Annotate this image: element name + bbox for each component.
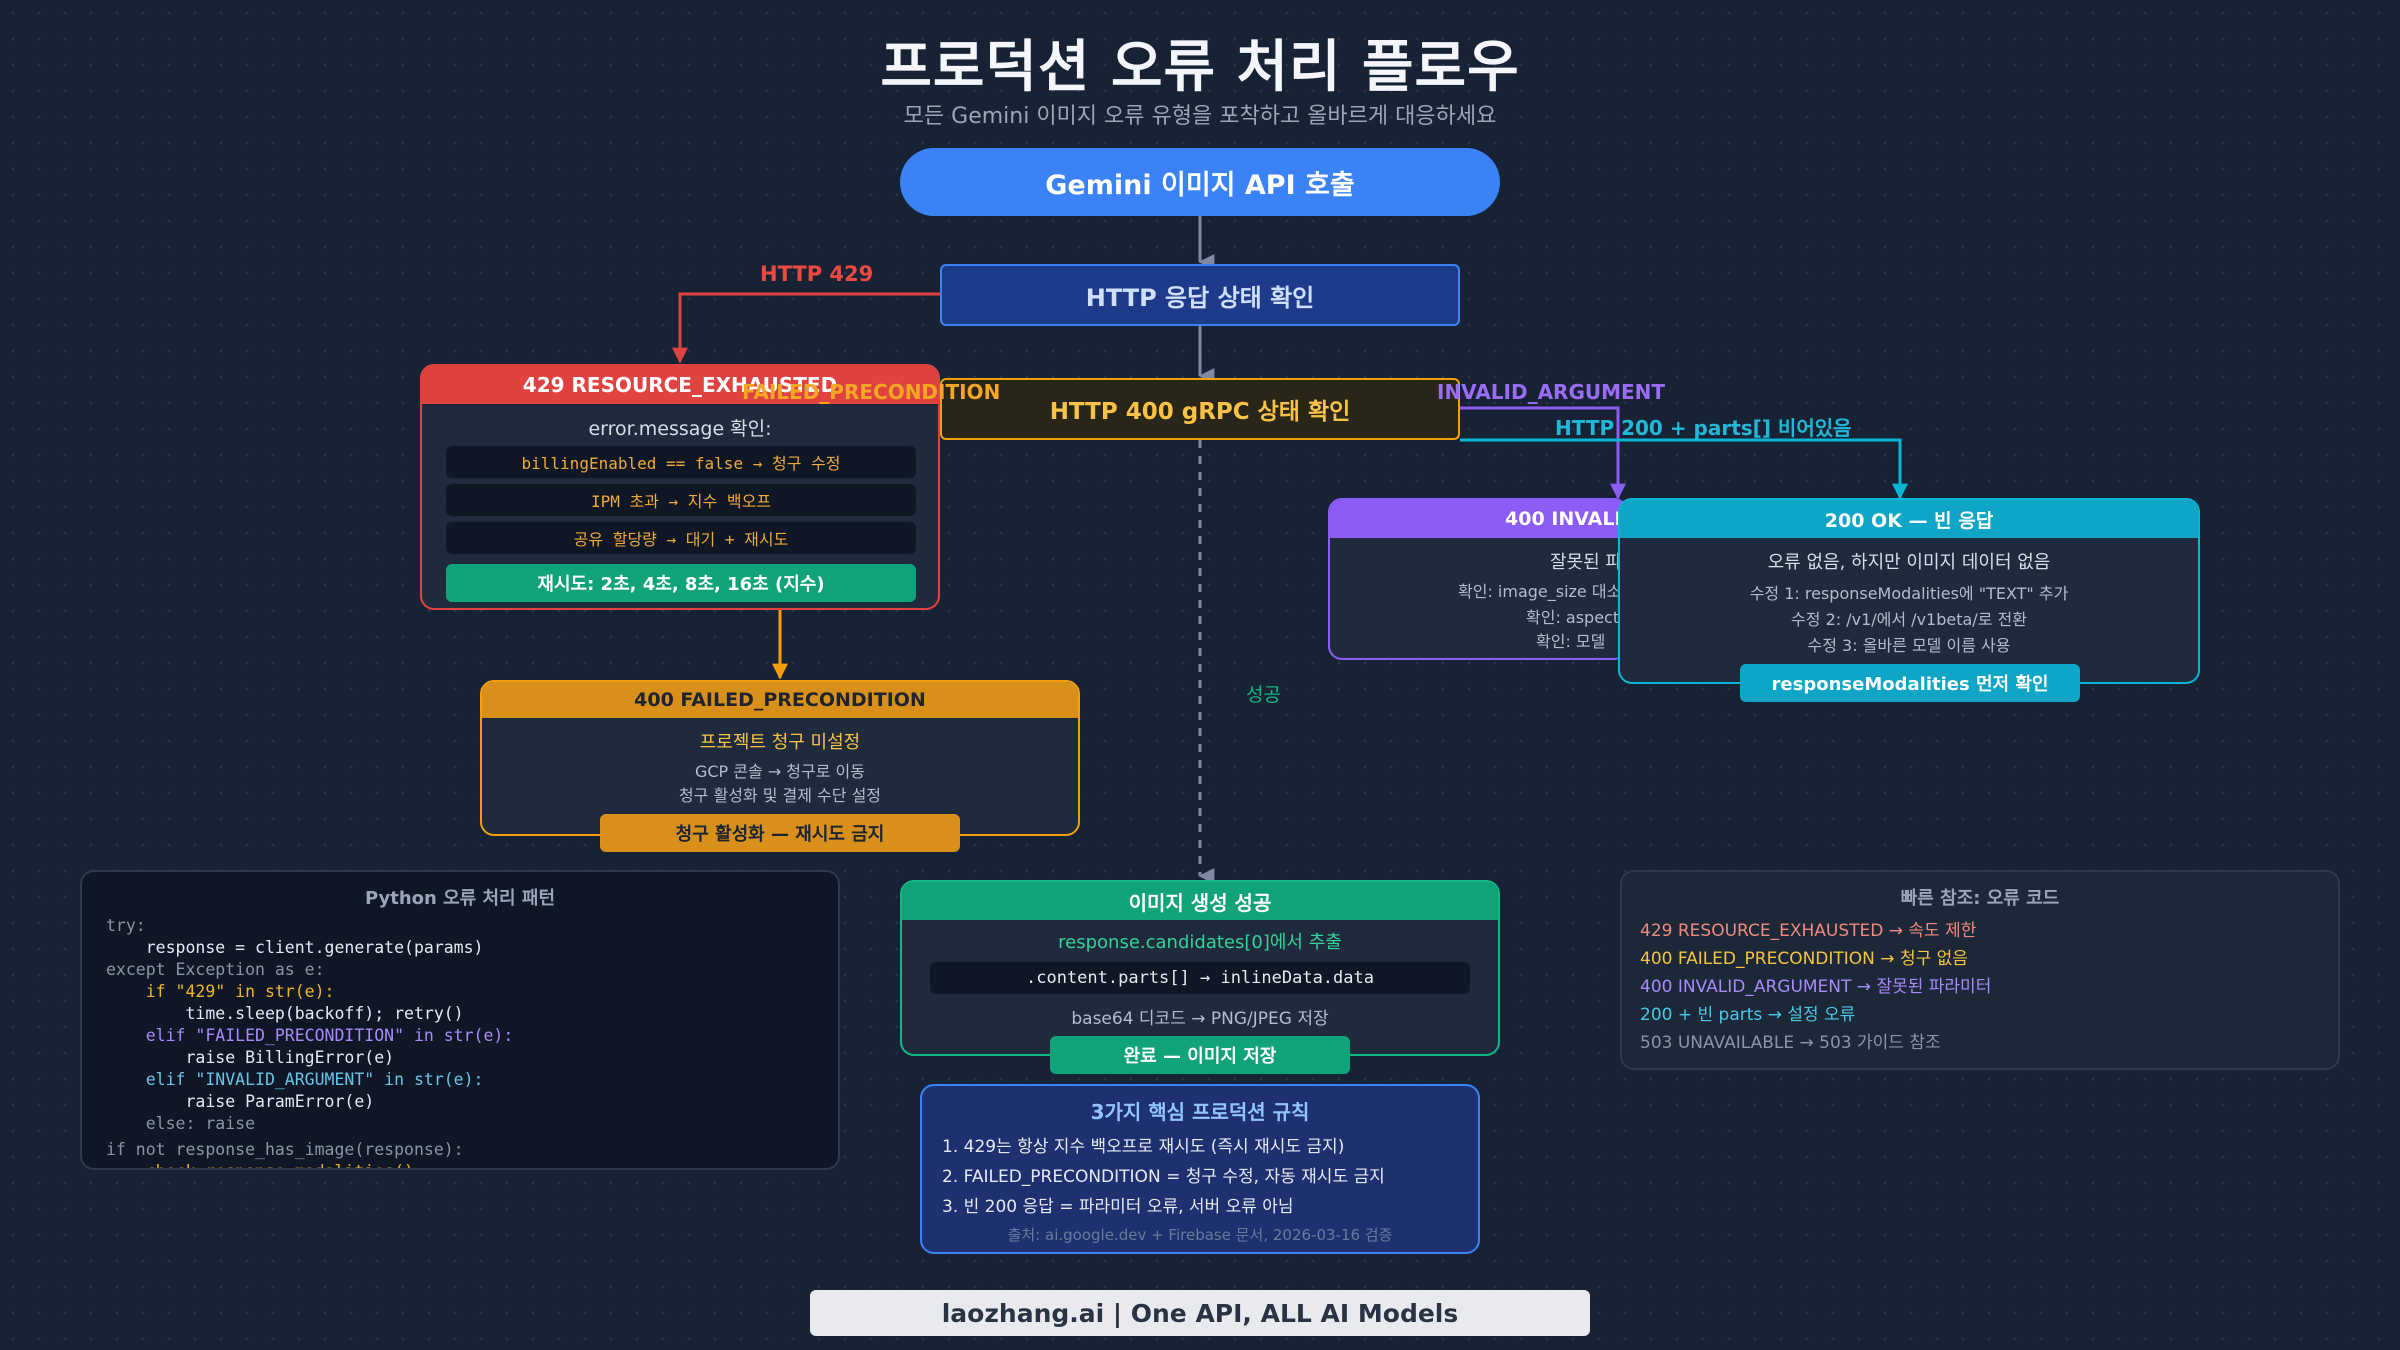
failed-precondition-line: 청구 활성화 및 결제 수단 설정 — [678, 786, 882, 805]
resource-exhausted-row: billingEnabled == false → 청구 수정 — [446, 446, 916, 478]
resource-exhausted-row: IPM 초과 → 지수 백오프 — [446, 484, 916, 516]
resource-exhausted-card: 429 RESOURCE_EXHAUSTED error.message 확인:… — [420, 364, 940, 610]
success-line: base64 디코드 → PNG/JPEG 저장 — [1071, 1009, 1329, 1029]
python-code-line: check_response_modalities() — [106, 1162, 414, 1168]
arrow-http-200-empty — [1460, 438, 1908, 500]
production-rule-item: 1. 429는 항상 지수 백오프로 재시도 (즉시 재시도 금지) — [942, 1137, 1345, 1157]
failed-precondition-line: GCP 콘솔 → 청구로 이동 — [694, 762, 865, 781]
invalid-argument-subtitle: 잘못된 파 — [1550, 552, 1622, 573]
production-rules-panel: 3가지 핵심 프로덕션 규칙 1. 429는 항상 지수 백오프로 재시도 (즉… — [920, 1084, 1480, 1254]
python-code-line: except Exception as e: — [106, 960, 325, 979]
api-call-label: Gemini 이미지 API 호출 — [1045, 169, 1355, 201]
resource-exhausted-title: 429 RESOURCE_EXHAUSTED — [422, 366, 938, 404]
invalid-argument-card: 400 INVALID_ 잘못된 파 확인: image_size 대소 확인:… — [1328, 498, 1628, 660]
production-rules-title: 3가지 핵심 프로덕션 규칙 — [1090, 1100, 1310, 1124]
python-code-line: else: raise — [106, 1114, 256, 1133]
empty-response-title: 200 OK — 빈 응답 — [1620, 500, 2198, 538]
edge-label-success: 성공 — [1246, 684, 1281, 706]
failed-precondition-card: 400 FAILED_PRECONDITION 프로젝트 청구 미설정 GCP … — [480, 680, 1080, 836]
success-card: 이미지 생성 성공 response.candidates[0]에서 추출 .c… — [900, 880, 1500, 1056]
arrow-http-429 — [672, 292, 940, 364]
page-title: 프로덕션 오류 처리 플로우 — [880, 35, 1520, 100]
python-code-block: try: response = client.generate(params) e… — [106, 916, 826, 1168]
empty-response-line: 수정 3: 올바른 모델 이름 사용 — [1807, 636, 2011, 655]
empty-response-line: 수정 2: /v1/에서 /v1beta/로 전환 — [1791, 610, 2027, 629]
success-line: response.candidates[0]에서 추출 — [1058, 932, 1342, 953]
edge-label-http-200-empty: HTTP 200 + parts[] 비어있음 — [1555, 416, 1852, 440]
retry-schedule-badge: 재시도: 2초, 4초, 8초, 16초 (지수) — [446, 564, 916, 602]
edge-label-failed-precondition: FAILED_PRECONDITION — [742, 380, 1001, 404]
quick-reference-item: 503 UNAVAILABLE → 503 가이드 참조 — [1640, 1033, 1941, 1053]
quick-reference-item: 429 RESOURCE_EXHAUSTED → 속도 제한 — [1640, 921, 1977, 941]
python-code-line: raise ParamError(e) — [106, 1092, 375, 1111]
grpc-status-check-label: HTTP 400 gRPC 상태 확인 — [1049, 399, 1351, 425]
failed-precondition-title: 400 FAILED_PRECONDITION — [482, 682, 1078, 718]
quick-reference-panel: 빠른 참조: 오류 코드 429 RESOURCE_EXHAUSTED → 속도… — [1620, 870, 2340, 1070]
success-code: .content.parts[] → inlineData.data — [930, 962, 1470, 994]
failed-precondition-subtitle: 프로젝트 청구 미설정 — [699, 732, 861, 753]
invalid-argument-line: 확인: aspect — [1526, 608, 1620, 627]
python-code-line: response = client.generate(params) — [106, 938, 484, 957]
python-code-line: if not response_has_image(response): — [106, 1140, 464, 1159]
python-pattern-panel: Python 오류 처리 패턴 try: response = client.g… — [80, 870, 840, 1170]
python-pattern-title: Python 오류 처리 패턴 — [364, 888, 556, 909]
empty-response-card: 200 OK — 빈 응답 오류 없음, 하지만 이미지 데이터 없음 수정 1… — [1618, 498, 2200, 684]
success-badge: 완료 — 이미지 저장 — [1050, 1036, 1350, 1074]
invalid-argument-line: 확인: 모델 — [1536, 632, 1606, 651]
production-rules-source: 출처: ai.google.dev + Firebase 문서, 2026-03… — [1007, 1226, 1393, 1244]
resource-exhausted-intro: error.message 확인: — [588, 418, 772, 440]
api-call-node: Gemini 이미지 API 호출 — [900, 148, 1500, 216]
success-title: 이미지 생성 성공 — [902, 882, 1498, 920]
quick-reference-title: 빠른 참조: 오류 코드 — [1900, 888, 2060, 909]
edge-label-invalid-argument: INVALID_ARGUMENT — [1437, 380, 1666, 404]
python-code-line: time.sleep(backoff); retry() — [106, 1004, 464, 1023]
invalid-argument-title: 400 INVALID_ — [1330, 500, 1626, 538]
production-rule-item: 3. 빈 200 응답 = 파라미터 오류, 서버 오류 아님 — [942, 1197, 1294, 1217]
python-code-line: elif "FAILED_PRECONDITION" in str(e): — [106, 1026, 514, 1045]
empty-response-line: 수정 1: responseModalities에 "TEXT" 추가 — [1749, 584, 2069, 603]
failed-precondition-badge: 청구 활성화 — 재시도 금지 — [600, 814, 960, 852]
empty-response-badge: responseModalities 먼저 확인 — [1740, 664, 2080, 702]
grpc-status-check-node: HTTP 400 gRPC 상태 확인 — [940, 378, 1460, 440]
python-code-line: try: — [106, 916, 146, 935]
python-code-line: elif "INVALID_ARGUMENT" in str(e): — [106, 1070, 484, 1089]
footer-brand-text: laozhang.ai | One API, ALL AI Models — [941, 1298, 1459, 1328]
http-status-check-label: HTTP 응답 상태 확인 — [1085, 283, 1315, 312]
production-rule-item: 2. FAILED_PRECONDITION = 청구 수정, 자동 재시도 금… — [942, 1167, 1385, 1187]
empty-response-subtitle: 오류 없음, 하지만 이미지 데이터 없음 — [1767, 552, 2051, 573]
page-subtitle: 모든 Gemini 이미지 오류 유형을 포착하고 올바르게 대응하세요 — [903, 104, 1497, 129]
http-status-check-node: HTTP 응답 상태 확인 — [940, 264, 1460, 326]
resource-exhausted-row: 공유 할당량 → 대기 + 재시도 — [446, 522, 916, 554]
python-code-line: if "429" in str(e): — [106, 982, 335, 1001]
invalid-argument-line: 확인: image_size 대소 — [1458, 582, 1622, 601]
footer-brand-banner[interactable]: laozhang.ai | One API, ALL AI Models — [810, 1290, 1590, 1336]
quick-reference-list: 429 RESOURCE_EXHAUSTED → 속도 제한 400 FAILED… — [1640, 916, 2320, 1066]
python-code-line: raise BillingError(e) — [106, 1048, 395, 1067]
quick-reference-item: 200 + 빈 parts → 설정 오류 — [1640, 1005, 1856, 1025]
edge-label-http-429: HTTP 429 — [760, 262, 874, 286]
quick-reference-item: 400 FAILED_PRECONDITION → 청구 없음 — [1640, 949, 1968, 969]
quick-reference-item: 400 INVALID_ARGUMENT → 잘못된 파라미터 — [1640, 977, 1992, 997]
arrow-invalid-argument — [1460, 406, 1626, 500]
